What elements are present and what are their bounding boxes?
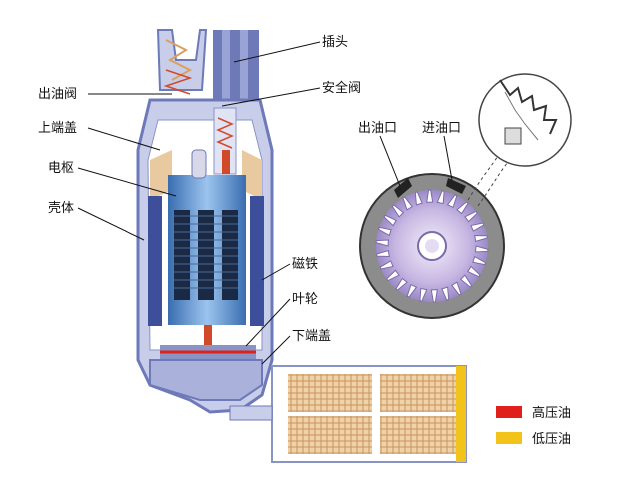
impeller-tooth (376, 249, 390, 258)
impeller-tooth (441, 286, 450, 301)
armature-coils (174, 210, 238, 300)
label-oil-inlet: 进油口 (422, 121, 461, 136)
label-outlet-valve: 出油阀 (38, 87, 77, 102)
impeller-tooth (375, 239, 389, 247)
legend: 高压油 低压油 (496, 405, 571, 447)
outlet-pipe (156, 29, 208, 91)
impeller-tooth (459, 274, 473, 288)
label-safety-valve: 安全阀 (322, 80, 361, 96)
impeller-tooth (451, 281, 462, 296)
label-impeller: 叶轮 (292, 292, 318, 307)
impeller-tooth (395, 277, 408, 291)
pump-body (136, 29, 274, 414)
impeller-tooth (474, 234, 488, 243)
impeller-tooth (464, 210, 478, 223)
labels: 出油阀 上端盖 电枢 壳体 插头 安全阀 磁铁 叶轮 下端盖 出油口 进油口 (38, 35, 461, 365)
impeller-tooth (383, 214, 397, 227)
legend-swatch-low (496, 432, 522, 444)
legend-label-low: 低压油 (532, 432, 571, 447)
impeller-tooth (386, 269, 400, 282)
impeller-tooth (414, 191, 423, 206)
impeller-section (359, 173, 505, 319)
impeller-tooth (472, 255, 487, 266)
outlet-valve-spring (163, 69, 193, 95)
label-plug: 插头 (322, 35, 348, 50)
impeller-tooth (379, 260, 394, 270)
magnet-left (148, 196, 162, 326)
impeller-tooth (470, 222, 485, 232)
impeller-tooth (377, 226, 392, 237)
impeller-tooth (426, 189, 434, 203)
impeller-tooth (467, 265, 481, 278)
label-magnet: 磁铁 (292, 257, 318, 272)
legend-label-high: 高压油 (532, 405, 571, 421)
impeller-teeth (375, 189, 489, 303)
label-upper-cover: 上端盖 (38, 121, 77, 136)
inlet-port (446, 178, 466, 194)
legend-swatch-high (496, 406, 522, 418)
impeller-tooth (406, 283, 418, 298)
impeller-tooth (391, 204, 405, 218)
impeller-tooth (430, 289, 438, 303)
filter-screen (229, 365, 467, 463)
zoom-detail (467, 73, 572, 207)
label-housing: 壳体 (48, 201, 74, 216)
label-oil-outlet: 出油口 (358, 121, 397, 136)
magnet-right (250, 196, 264, 326)
outlet-port (394, 178, 412, 198)
label-armature: 电枢 (48, 161, 74, 176)
lower-cover (149, 359, 263, 401)
impeller-tooth (446, 194, 458, 209)
label-lower-cover: 下端盖 (292, 329, 331, 344)
impeller-tooth (436, 190, 445, 205)
impeller-tooth (419, 287, 428, 302)
plug-connector (213, 30, 259, 100)
impeller-tooth (456, 201, 469, 215)
impeller-tooth (475, 245, 489, 253)
impeller-tooth (402, 196, 413, 211)
